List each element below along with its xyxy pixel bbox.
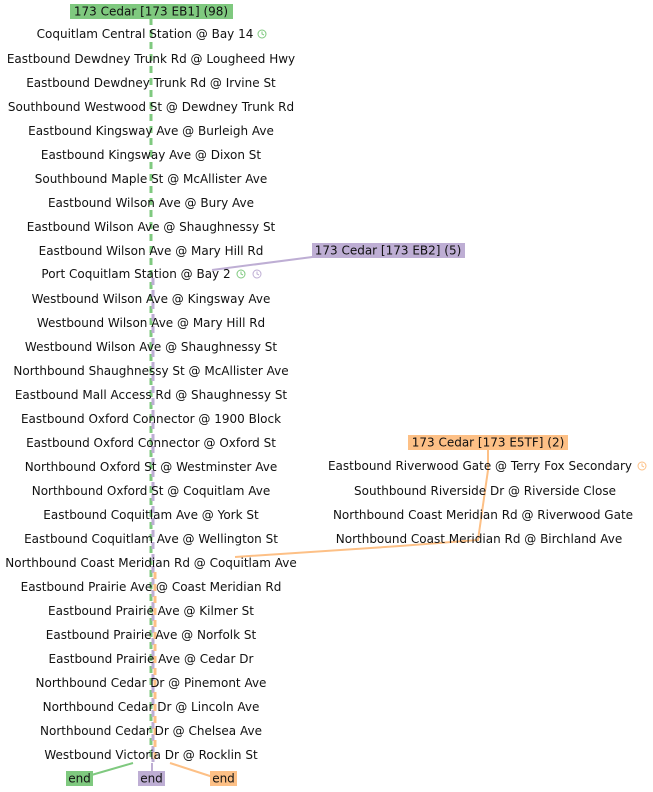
stop-label: Coquitlam Central Station @ Bay 14 — [37, 27, 254, 41]
stop-label: Eastbound Oxford Connector @ Oxford St — [26, 436, 276, 450]
stop-label: Eastbound Wilson Ave @ Bury Ave — [48, 196, 254, 210]
route-label-bg-green — [70, 4, 233, 19]
route-line-purple-branch — [211, 255, 321, 271]
clock-icon — [257, 29, 267, 39]
route-label-purple: 173 Cedar [173 EB2] (5) — [315, 244, 462, 258]
end-label-bg-green — [66, 771, 93, 786]
clock-icon — [637, 461, 647, 471]
route-label-bg-purple — [312, 243, 465, 258]
stop-label: Eastbound Oxford Connector @ 1900 Block — [21, 412, 281, 426]
end-labels: end end end — [66, 771, 237, 786]
branch-stop-list: Eastbound Riverwood Gate @ Terry Fox Sec… — [328, 459, 633, 546]
branch-stop-label: Northbound Coast Meridian Rd @ Riverwood… — [333, 508, 633, 522]
end-label-purple: end — [140, 772, 163, 786]
stop-label: Northbound Oxford St @ Westminster Ave — [25, 460, 278, 474]
stop-label: Eastbound Wilson Ave @ Mary Hill Rd — [39, 244, 264, 258]
main-stop-list: Coquitlam Central Station @ Bay 14 Eastb… — [5, 27, 297, 762]
branch-stop-label: Eastbound Riverwood Gate @ Terry Fox Sec… — [328, 459, 632, 473]
route-labels: 173 Cedar [173 EB1] (98) 173 Cedar [173 … — [70, 4, 568, 450]
stop-label: Eastbound Dewdney Trunk Rd @ Lougheed Hw… — [7, 52, 295, 66]
stop-label: Port Coquitlam Station @ Bay 2 — [41, 267, 230, 281]
end-label-green: end — [68, 772, 91, 786]
stop-label: Eastbound Dewdney Trunk Rd @ Irvine St — [26, 76, 276, 90]
stop-label: Westbound Wilson Ave @ Shaughnessy St — [25, 340, 277, 354]
stop-label: Northbound Oxford St @ Coquitlam Ave — [32, 484, 271, 498]
stop-label: Eastbound Prairie Ave @ Norfolk St — [46, 628, 257, 642]
end-label-bg-orange — [210, 771, 237, 786]
route-label-bg-orange — [408, 435, 568, 450]
stop-label: Eastbound Mall Access Rd @ Shaughnessy S… — [15, 388, 288, 402]
end-connector-orange — [169, 762, 214, 778]
route-label-green: 173 Cedar [173 EB1] (98) — [74, 5, 228, 19]
stop-label: Eastbound Coquitlam Ave @ York St — [43, 508, 259, 522]
branch-stop-label: Northbound Coast Meridian Rd @ Birchland… — [336, 532, 622, 546]
clock-icon — [252, 269, 262, 279]
stop-label: Southbound Maple St @ McAllister Ave — [35, 172, 268, 186]
stop-label: Eastbound Kingsway Ave @ Dixon St — [41, 148, 262, 162]
stop-label: Southbound Westwood St @ Dewdney Trunk R… — [8, 100, 294, 114]
end-label-bg-purple — [138, 771, 165, 786]
stop-label: Northbound Shaughnessy St @ McAllister A… — [13, 364, 288, 378]
stop-label: Westbound Wilson Ave @ Mary Hill Rd — [37, 316, 265, 330]
stop-label: Northbound Cedar Dr @ Chelsea Ave — [40, 724, 262, 738]
timing-icons — [236, 29, 647, 471]
stop-label: Eastbound Prairie Ave @ Kilmer St — [48, 604, 254, 618]
route-lines — [87, 18, 489, 778]
stop-label: Northbound Cedar Dr @ Lincoln Ave — [43, 700, 260, 714]
stop-label: Eastbound Prairie Ave @ Coast Meridian R… — [21, 580, 282, 594]
route-label-orange: 173 Cedar [173 E5TF] (2) — [412, 436, 565, 450]
clock-icon — [236, 269, 246, 279]
end-connector-green — [87, 762, 134, 777]
stop-label: Eastbound Prairie Ave @ Cedar Dr — [49, 652, 254, 666]
stop-label: Northbound Cedar Dr @ Pinemont Ave — [36, 676, 267, 690]
stop-label: Northbound Coast Meridian Rd @ Coquitlam… — [5, 556, 297, 570]
stop-label: Eastbound Wilson Ave @ Shaughnessy St — [27, 220, 276, 234]
stop-label: Westbound Victoria Dr @ Rocklin St — [44, 748, 258, 762]
route-line-orange-branch — [234, 450, 489, 558]
stop-label: Eastbound Coquitlam Ave @ Wellington St — [24, 532, 278, 546]
stop-label: Westbound Wilson Ave @ Kingsway Ave — [32, 292, 271, 306]
stop-label: Eastbound Kingsway Ave @ Burleigh Ave — [28, 124, 274, 138]
branch-stop-label: Southbound Riverside Dr @ Riverside Clos… — [354, 484, 616, 498]
end-label-orange: end — [212, 772, 235, 786]
